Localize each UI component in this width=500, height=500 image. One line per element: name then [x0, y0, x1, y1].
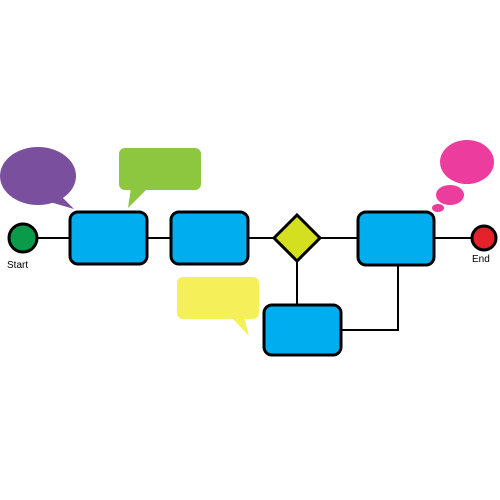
end-label: End: [472, 254, 490, 265]
speech-bubble-green: [119, 148, 201, 208]
task-box-2[interactable]: [169, 210, 250, 266]
task-box-4[interactable]: [262, 303, 343, 357]
decision-diamond[interactable]: [271, 212, 323, 264]
task-box-3[interactable]: [356, 210, 436, 267]
connector-task-4-to-task-3: [341, 265, 399, 331]
task-box-1[interactable]: [68, 210, 149, 266]
speech-bubble-yellow: [177, 277, 259, 336]
thought-bubble-pink: [432, 140, 494, 212]
start-node[interactable]: [7, 222, 39, 254]
end-node[interactable]: [470, 224, 498, 252]
speech-bubble-purple: [0, 147, 76, 209]
connectors: [37, 237, 471, 331]
start-label: Start: [7, 260, 28, 271]
